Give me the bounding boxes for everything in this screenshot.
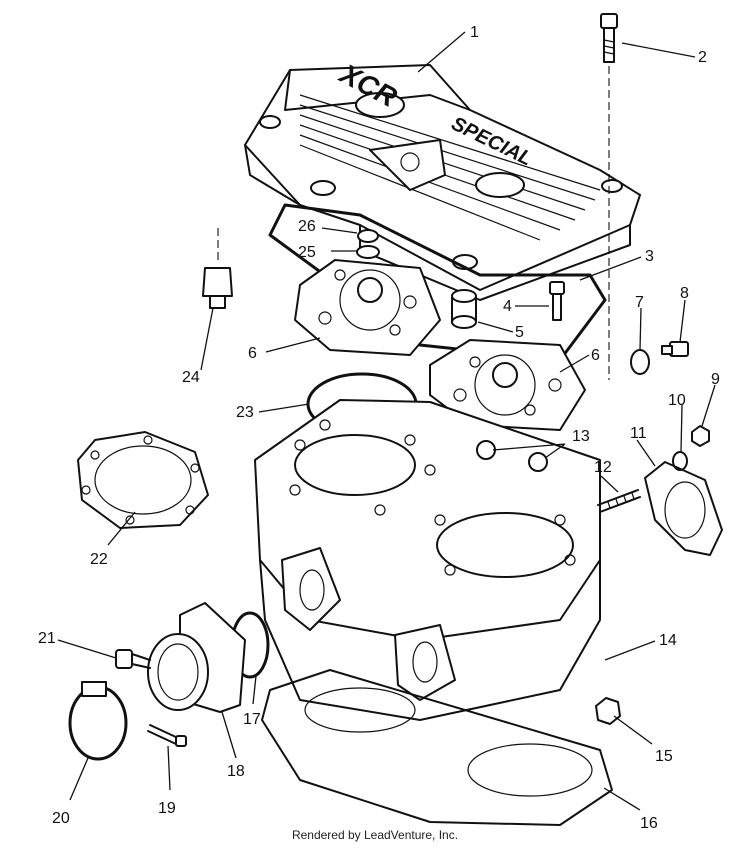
render-credit: Rendered by LeadVenture, Inc. xyxy=(291,828,459,842)
sleeve xyxy=(451,289,477,329)
head-gasket xyxy=(77,431,209,529)
washer xyxy=(356,245,380,259)
cylinder-head-cover: XCR SPECIAL xyxy=(244,57,641,301)
fitting-8 xyxy=(661,341,689,357)
callout-22: 22 xyxy=(90,551,108,568)
callout-19: 19 xyxy=(158,800,176,817)
leader-lines xyxy=(57,31,716,811)
callout-6a: 6 xyxy=(248,345,257,362)
cylinder-block xyxy=(254,399,601,721)
callout-1: 1 xyxy=(470,24,479,41)
screw xyxy=(147,724,187,747)
base-gasket xyxy=(261,669,613,826)
callout-24: 24 xyxy=(182,369,200,386)
allen-screw xyxy=(115,649,151,669)
washer-7 xyxy=(630,349,650,375)
callout-6b: 6 xyxy=(591,347,600,364)
callout-11: 11 xyxy=(630,425,647,442)
callout-8: 8 xyxy=(680,285,689,302)
callout-21: 21 xyxy=(38,630,56,647)
hose-clamp xyxy=(68,681,128,761)
exhaust-gasket xyxy=(644,461,723,556)
callout-25: 25 xyxy=(298,244,316,261)
callout-labels: 1 2 3 4 5 6 6 7 8 9 10 11 12 13 14 15 16… xyxy=(38,24,720,832)
callout-10: 10 xyxy=(668,392,686,409)
fitting xyxy=(357,229,379,243)
callout-4: 4 xyxy=(503,298,512,315)
nut-9 xyxy=(691,425,710,447)
stud xyxy=(597,489,641,513)
small-bolt xyxy=(549,281,565,321)
callout-13: 13 xyxy=(572,428,590,445)
callout-2: 2 xyxy=(698,49,707,66)
callout-5: 5 xyxy=(515,324,524,341)
callout-16: 16 xyxy=(640,815,658,832)
callout-7: 7 xyxy=(635,294,644,311)
washer-10 xyxy=(672,451,688,471)
callout-3: 3 xyxy=(645,248,654,265)
temperature-sensor xyxy=(202,228,233,309)
callout-17: 17 xyxy=(243,711,261,728)
callout-20: 20 xyxy=(52,810,70,827)
callout-14: 14 xyxy=(659,632,677,649)
callout-26: 26 xyxy=(298,218,316,235)
callout-12: 12 xyxy=(594,459,612,476)
intake-manifold xyxy=(147,602,246,713)
flange-nut xyxy=(595,697,621,725)
callout-9: 9 xyxy=(711,371,720,388)
callout-18: 18 xyxy=(227,763,245,780)
callout-23: 23 xyxy=(236,404,254,421)
cylinder-head-left xyxy=(294,259,441,356)
callout-15: 15 xyxy=(655,748,673,765)
head-bolt xyxy=(600,13,618,380)
cylinder-head-right xyxy=(429,339,586,431)
